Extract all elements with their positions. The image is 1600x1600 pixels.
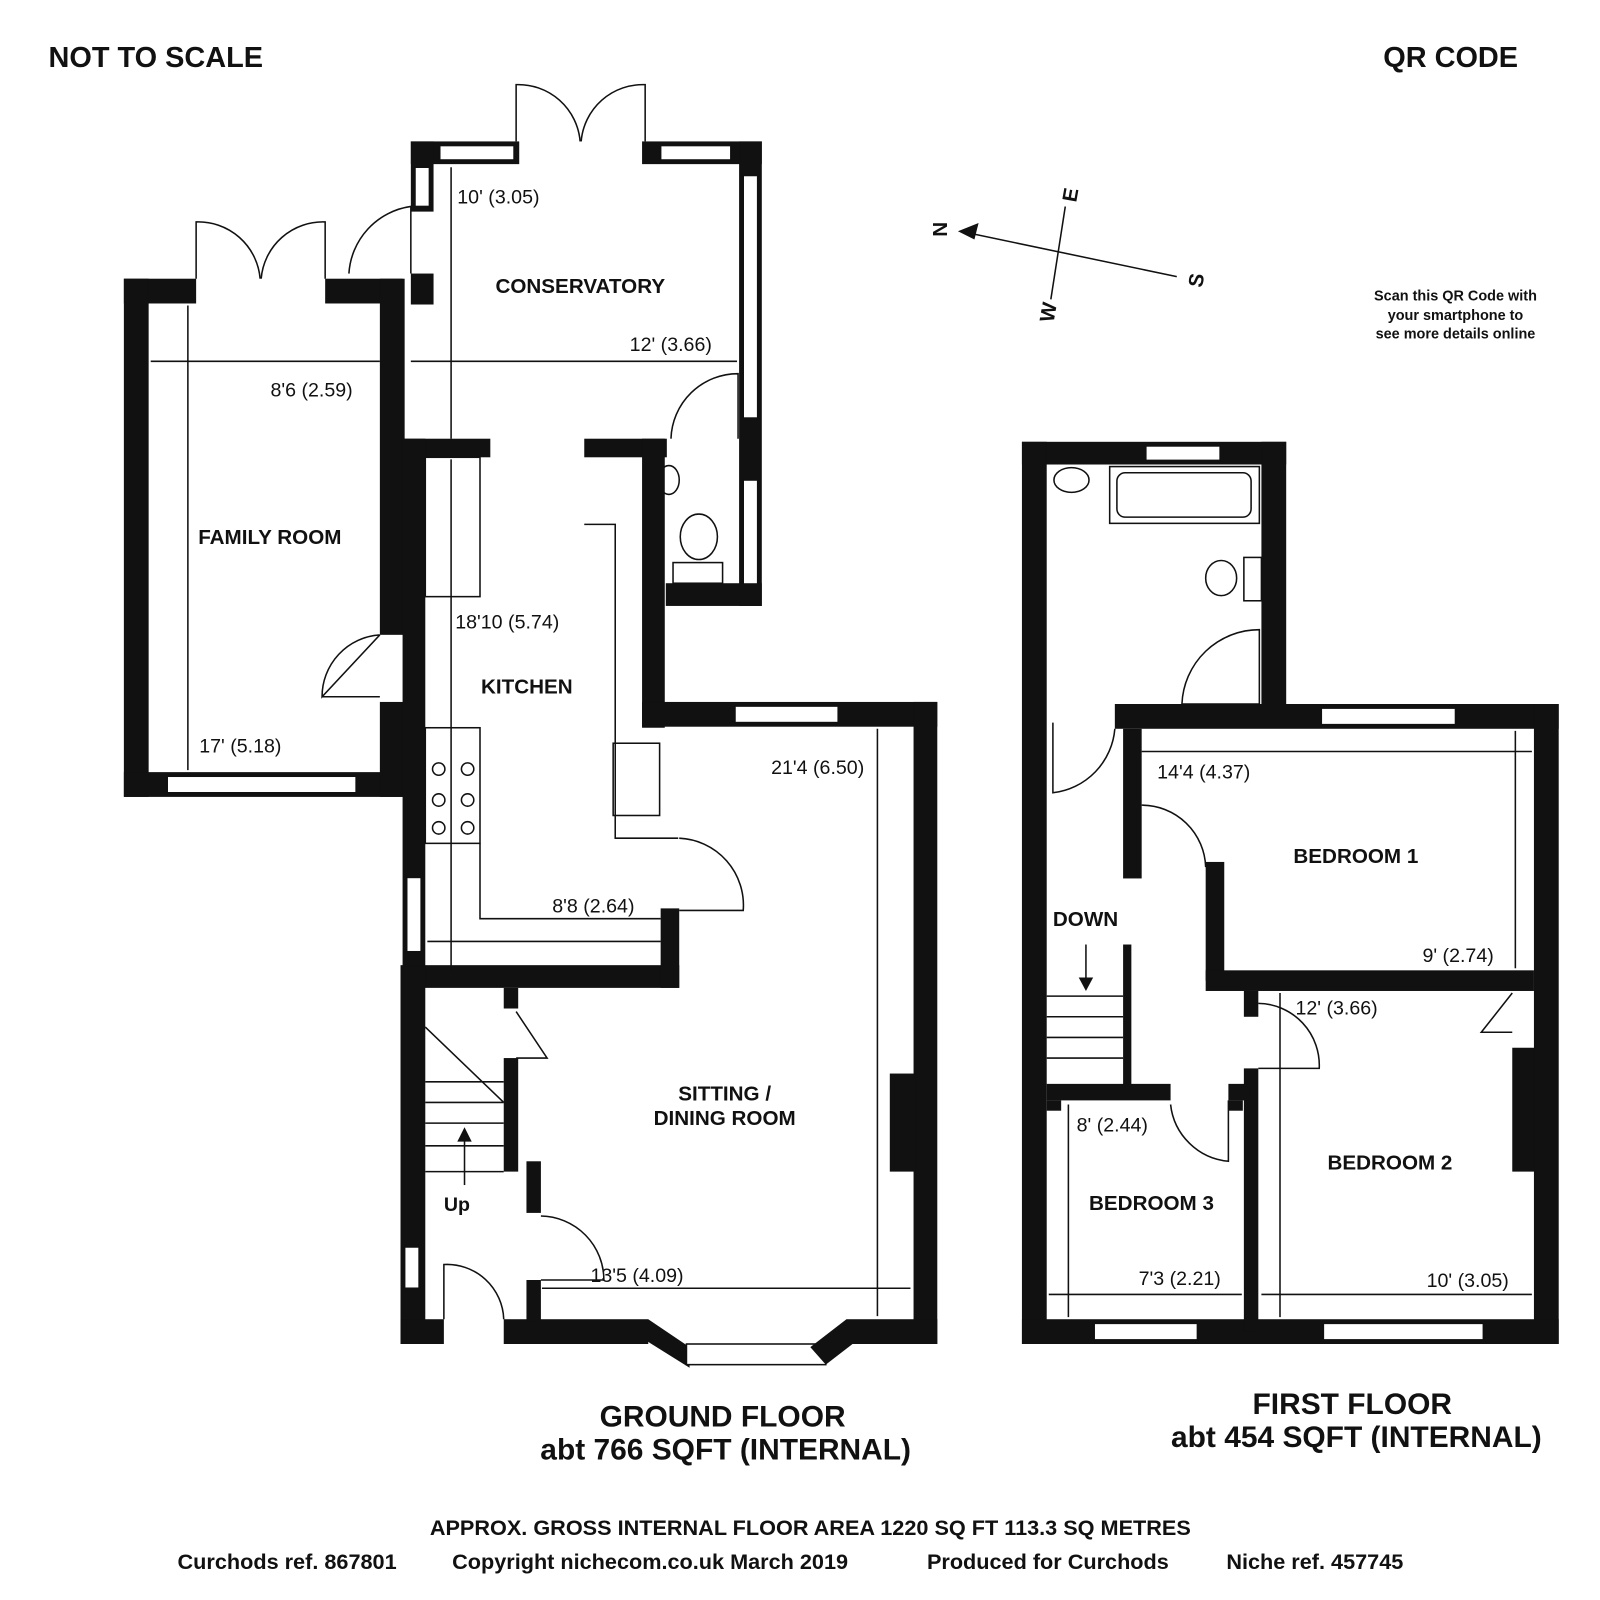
dim-bedroom2-height: 12' (3.66) [1295, 998, 1377, 1020]
produced-for: Produced for Curchods [927, 1549, 1169, 1574]
dim-family-width: 8'6 (2.59) [270, 379, 352, 401]
qr-instructions: Scan this QR Code with your smartphone t… [1374, 288, 1537, 342]
room-bedroom-3: BEDROOM 3 [1089, 1192, 1214, 1215]
qr-line-2: your smartphone to [1388, 308, 1524, 324]
not-to-scale-label: NOT TO SCALE [49, 42, 264, 74]
dim-conservatory-width: 12' (3.66) [630, 334, 712, 356]
compass-icon: N E S W [928, 186, 1209, 324]
compass-n: N [928, 222, 951, 237]
room-sitting-1: SITTING / [678, 1082, 771, 1105]
room-conservatory: CONSERVATORY [495, 275, 665, 298]
dim-conservatory-height: 10' (3.05) [457, 186, 539, 208]
compass-w: W [1036, 300, 1062, 324]
first-floor-area: abt 454 SQFT (INTERNAL) [1171, 1421, 1542, 1454]
copyright: Copyright nichecom.co.uk March 2019 [452, 1549, 848, 1574]
dim-sitting-height: 21'4 (6.50) [771, 757, 864, 779]
qr-line-3: see more details online [1376, 327, 1536, 343]
qr-code-label: QR CODE [1383, 42, 1518, 74]
dim-kitchen-width: 8'8 (2.64) [552, 896, 634, 918]
ground-floor-title: GROUND FLOOR [600, 1401, 846, 1434]
dim-bedroom2-width: 10' (3.05) [1427, 1270, 1509, 1292]
dim-bedroom3-height: 8' (2.44) [1077, 1114, 1148, 1136]
ground-floor-walls [123, 83, 938, 1368]
stairs-down-label: DOWN [1053, 908, 1118, 931]
ground-floor-area: abt 766 SQFT (INTERNAL) [540, 1434, 911, 1467]
dim-family-height: 17' (5.18) [199, 736, 281, 758]
dim-bedroom1-width: 14'4 (4.37) [1157, 761, 1250, 783]
niche-ref: Niche ref. 457745 [1226, 1549, 1403, 1574]
compass-s: S [1184, 272, 1209, 290]
ground-floor-dimension-lines [150, 167, 911, 1317]
dim-bedroom3-width: 7'3 (2.21) [1139, 1268, 1221, 1290]
room-bedroom-1: BEDROOM 1 [1293, 845, 1418, 868]
room-sitting-2: DINING ROOM [654, 1107, 796, 1130]
first-floor-walls [1021, 441, 1559, 1344]
room-bedroom-2: BEDROOM 2 [1327, 1152, 1452, 1175]
dim-bedroom1-height: 9' (2.74) [1422, 945, 1493, 967]
dim-kitchen-height: 18'10 (5.74) [455, 612, 559, 634]
stairs-up-label: Up [444, 1194, 470, 1216]
first-floor-dimension-lines [1048, 730, 1532, 1318]
curchods-ref: Curchods ref. 867801 [178, 1549, 397, 1574]
qr-line-1: Scan this QR Code with [1374, 288, 1537, 304]
first-floor-title: FIRST FLOOR [1253, 1388, 1452, 1421]
gross-area: APPROX. GROSS INTERNAL FLOOR AREA 1220 S… [430, 1515, 1191, 1540]
compass-e: E [1058, 186, 1083, 204]
room-kitchen: KITCHEN [481, 676, 573, 699]
dim-sitting-width: 13'5 (4.09) [590, 1265, 683, 1287]
room-family: FAMILY ROOM [198, 526, 341, 549]
